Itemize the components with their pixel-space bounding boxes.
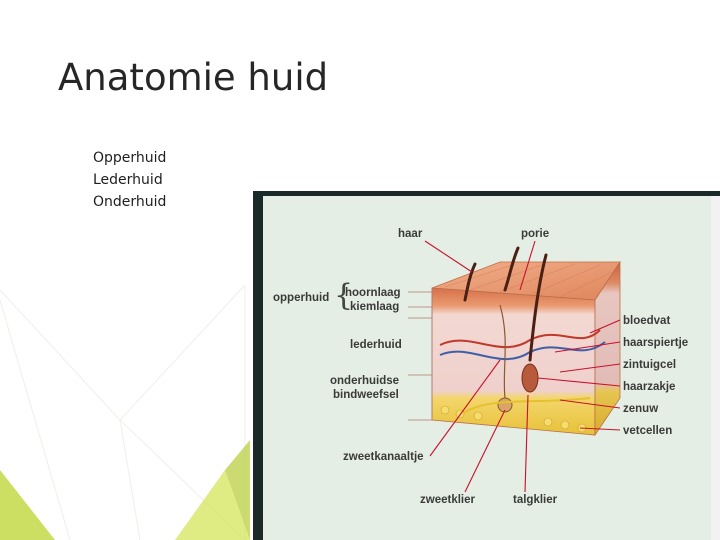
sweat-duct	[499, 304, 506, 399]
nerve	[459, 397, 591, 416]
label-talgklier: talgklier	[513, 494, 558, 506]
figure-edge-strip	[711, 196, 720, 540]
bullet-opperhuid: Opperhuid	[93, 150, 167, 166]
pointer-bloedvat	[589, 319, 621, 334]
green-facet-3	[225, 440, 250, 540]
hair-2	[503, 246, 520, 292]
pointer-vetcellen	[579, 427, 621, 431]
label-bindweefsel: bindweefsel	[333, 389, 399, 401]
bullet-onderhuid: Onderhuid	[93, 194, 167, 210]
pointer-zintuigcel	[559, 363, 621, 373]
label-zweetklier: zweetklier	[420, 494, 475, 506]
label-zenuw: zenuw	[623, 403, 659, 415]
label-onderhuidse: onderhuidse	[330, 375, 400, 387]
brace-icon: {	[334, 278, 354, 313]
pointer-talgklier	[524, 394, 529, 493]
label-zintuigcel: zintuigcel	[623, 359, 677, 371]
label-bloedvat: bloedvat	[623, 315, 671, 327]
skin-side-face	[594, 260, 621, 437]
label-lederhuid: lederhuid	[350, 339, 402, 351]
page-title: Anatomie huid	[58, 56, 329, 99]
pointer-zenuw	[559, 399, 621, 409]
label-vetcellen: vetcellen	[623, 425, 673, 437]
label-porie: porie	[521, 228, 550, 240]
blood-vessel-red	[439, 329, 601, 349]
hair-1	[463, 262, 477, 302]
pointer-zweetkanaaltje	[429, 359, 501, 457]
label-opperhuid: opperhuid	[273, 292, 330, 304]
hair-follicle	[521, 363, 539, 393]
sweat-gland	[497, 397, 513, 413]
bullet-lederhuid: Lederhuid	[93, 172, 163, 188]
pointer-haarspiertje	[554, 341, 621, 353]
pointer-porie	[519, 240, 536, 291]
label-haarspiertje: haarspiertje	[623, 337, 689, 349]
label-kiemlaag: kiemlaag	[350, 301, 400, 313]
bullet-list: Opperhuid Lederhuid Onderhuid	[93, 147, 166, 213]
label-hoornlaag: hoornlaag	[345, 287, 401, 299]
green-facet-1	[0, 470, 55, 540]
label-haar: haar	[398, 228, 423, 240]
label-haarzakje: haarzakje	[623, 381, 676, 393]
pointer-zweetklier	[464, 409, 506, 493]
pointer-haar	[424, 240, 473, 273]
label-zweetkanaaltje: zweetkanaaltje	[343, 451, 424, 463]
pointer-haarzakje	[537, 377, 621, 387]
hair-3	[528, 253, 548, 362]
